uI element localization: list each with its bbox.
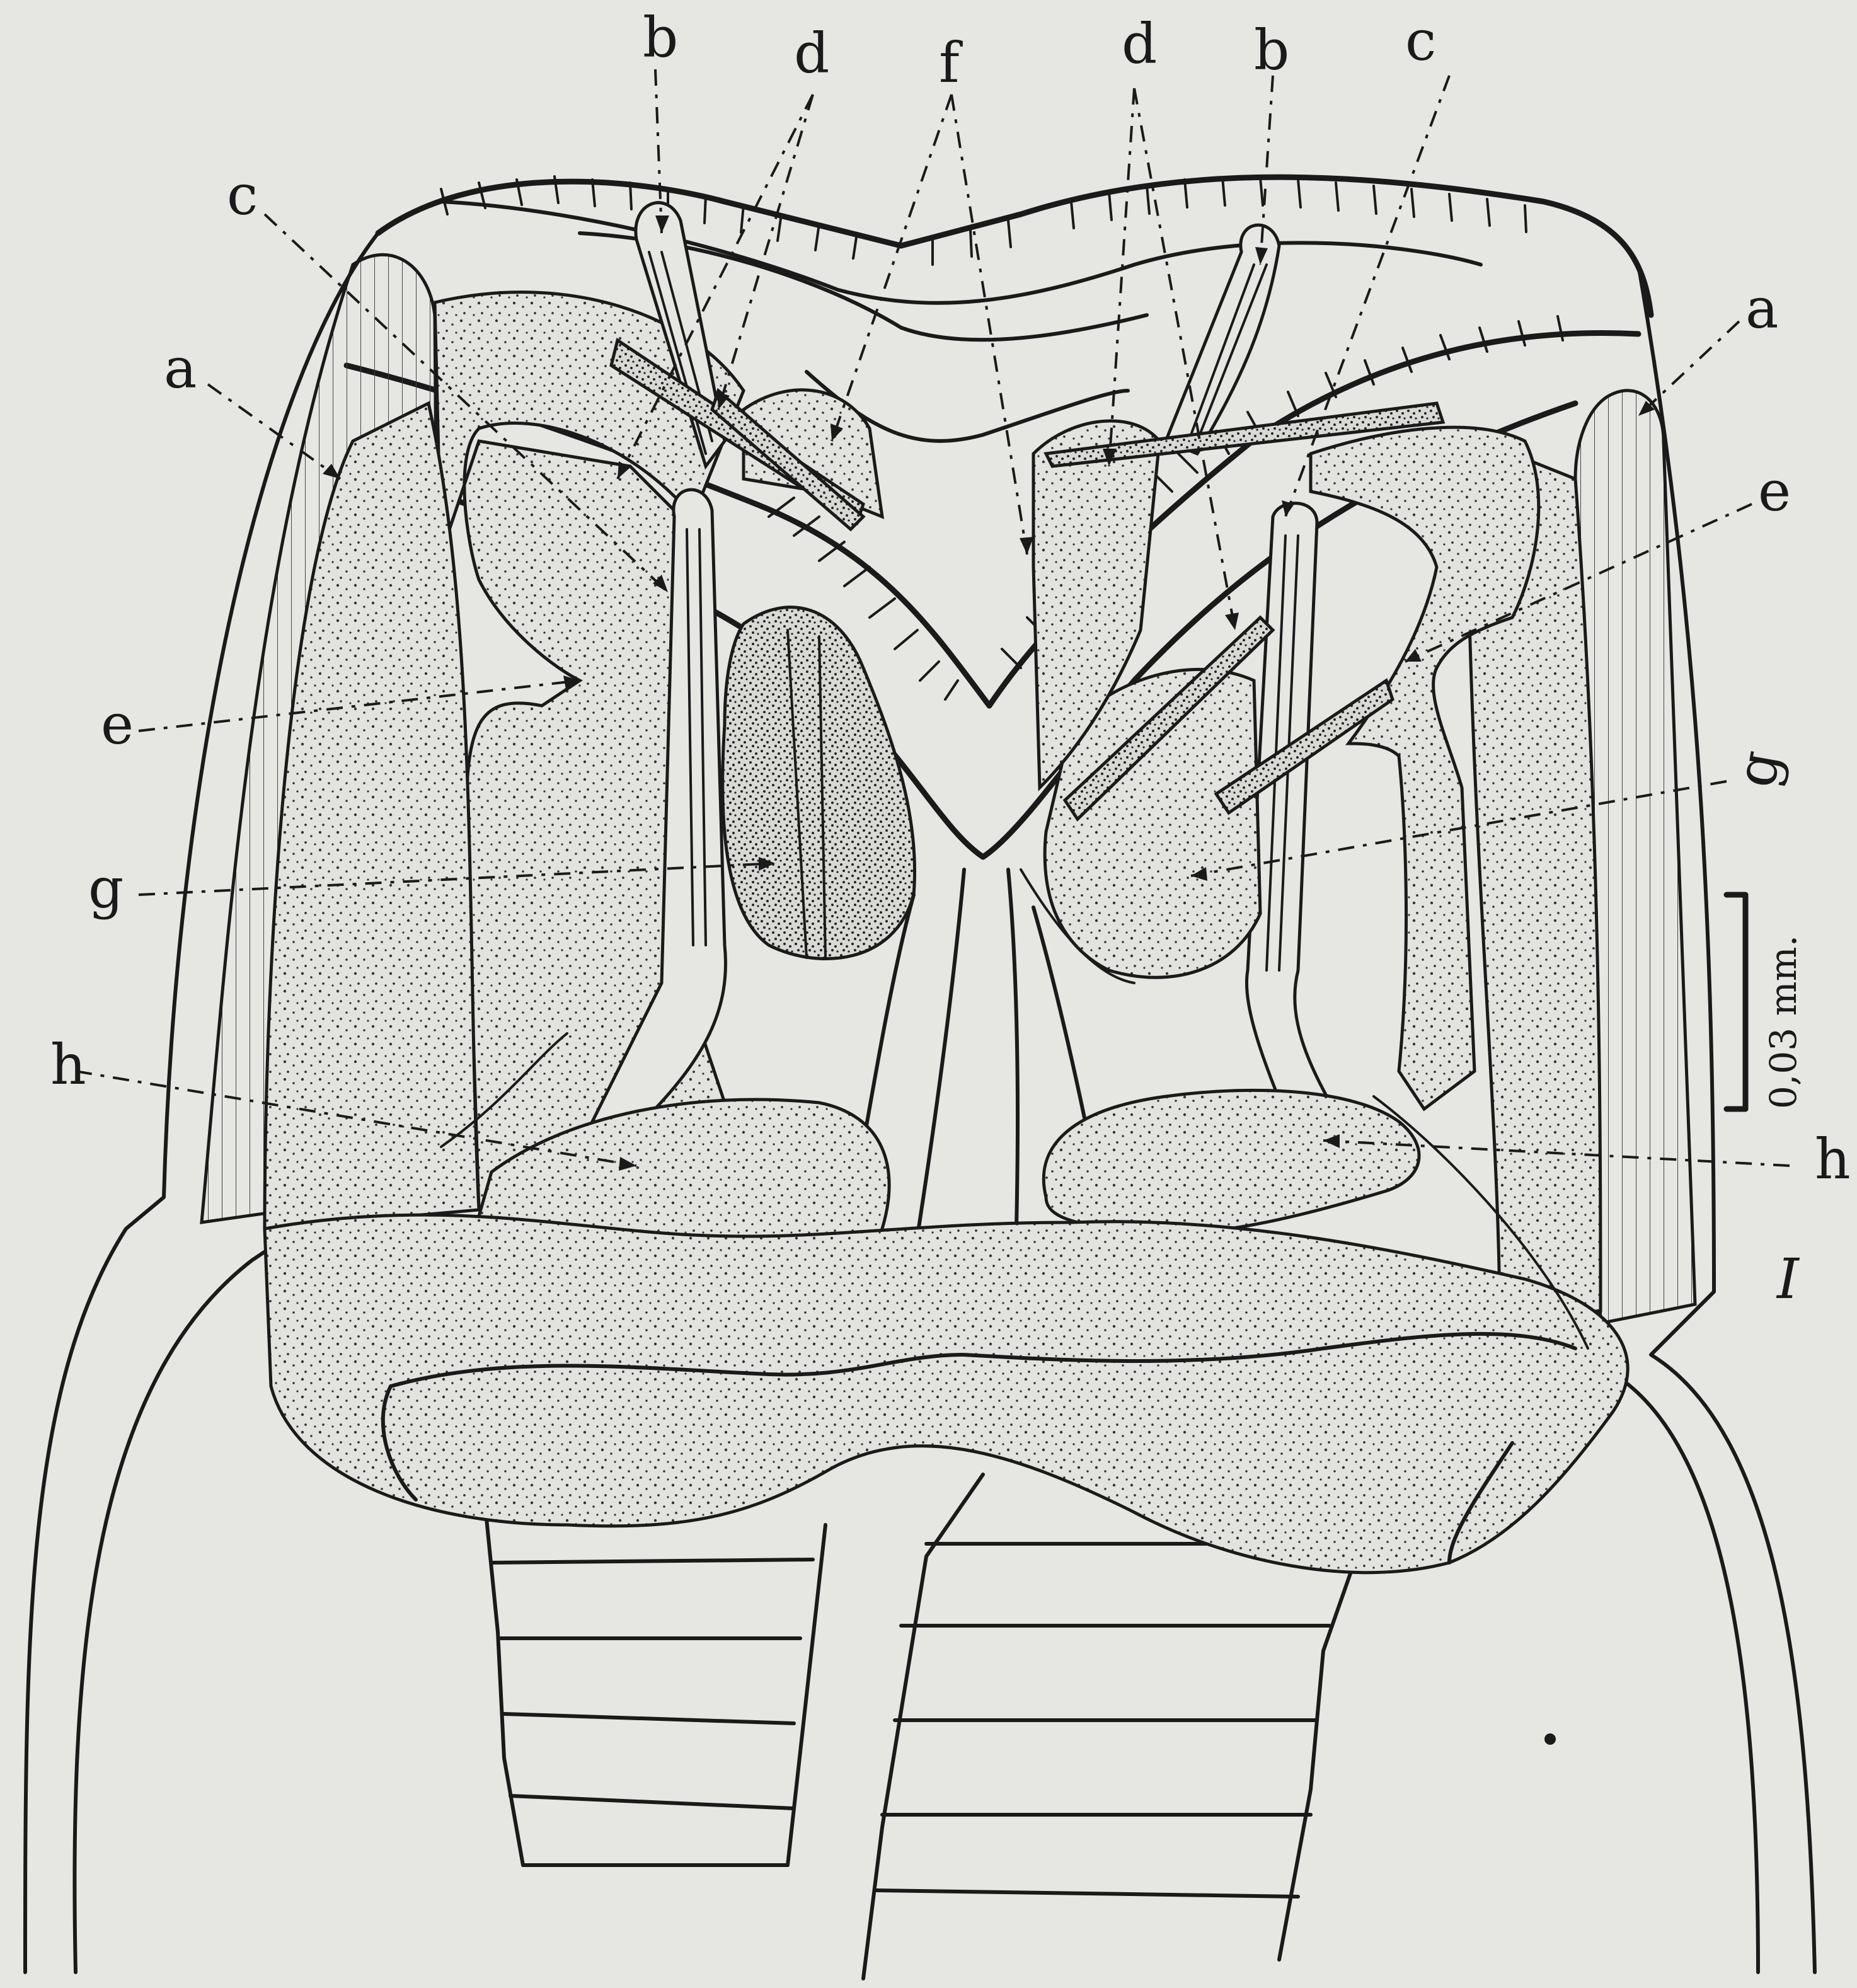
label-b-left: b [643, 5, 678, 70]
ring-lines [492, 1544, 1355, 1897]
ink-speck [1544, 1733, 1556, 1745]
label-b-right: b [1254, 18, 1289, 83]
label-c-left: c [227, 163, 258, 227]
label-e-right: e [1758, 459, 1791, 524]
scale-bar: 0,03 mm. [1727, 895, 1805, 1109]
plate-mark: I [1776, 1246, 1800, 1311]
label-d-left: d [794, 21, 829, 86]
label-g-left: g [88, 856, 124, 921]
label-g-right: g [1723, 745, 1793, 791]
lobe-h-right [1043, 1090, 1419, 1233]
label-a-left: a [164, 336, 197, 401]
scale-bar-label: 0,03 mm. [1762, 935, 1805, 1109]
label-c-right: c [1405, 8, 1436, 73]
basal-lobes [265, 1215, 1628, 1573]
sclerite-c-right [1246, 503, 1348, 1159]
label-h-left: h [50, 1032, 86, 1097]
label-h-right: h [1815, 1127, 1851, 1192]
lobe-g-left [723, 607, 915, 959]
label-f: f [939, 30, 963, 95]
label-e-left: e [101, 692, 134, 757]
label-d-right: d [1122, 11, 1157, 76]
label-a-right: a [1745, 276, 1778, 341]
